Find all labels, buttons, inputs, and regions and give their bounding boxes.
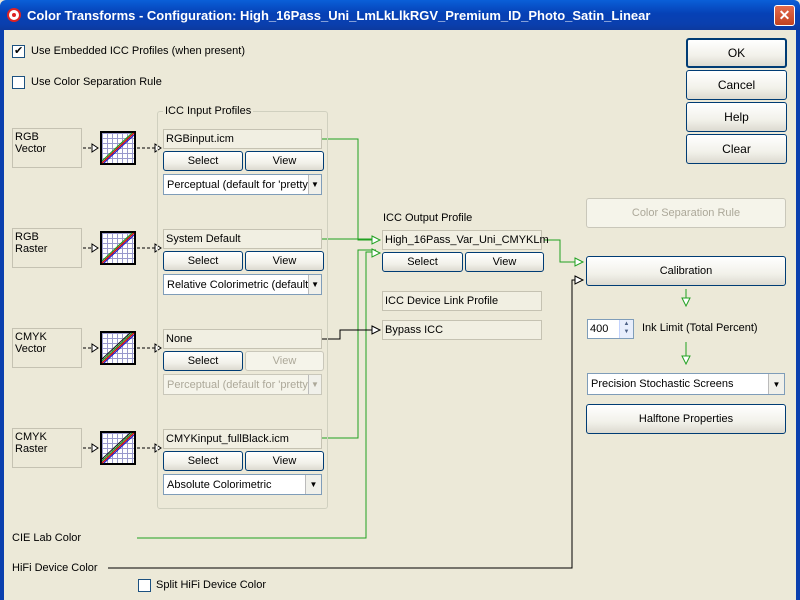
window-title: Color Transforms - Configuration: High_1…	[27, 8, 651, 23]
hifi-device-color-label: HiFi Device Color	[12, 562, 98, 574]
ink-limit-stepper[interactable]: 400 ▲▼	[587, 319, 634, 339]
ink-limit-value[interactable]: 400	[590, 323, 609, 335]
window-frame-left	[0, 30, 4, 600]
input-profile-name: RGBinput.icm	[163, 129, 322, 149]
split-hifi-checkbox[interactable]	[138, 579, 151, 592]
calibration-button[interactable]: Calibration	[586, 256, 786, 286]
clear-button[interactable]: Clear	[686, 134, 787, 164]
input-select-button[interactable]: Select	[163, 451, 243, 471]
input-profile-name: System Default	[163, 229, 322, 249]
transform-curve-icon[interactable]	[100, 331, 136, 365]
rendering-intent-value: Perceptual (default for 'pretty	[167, 178, 308, 191]
input-profile-name: None	[163, 329, 322, 349]
cancel-button[interactable]: Cancel	[686, 70, 787, 100]
close-button[interactable]: ✕	[774, 5, 795, 26]
use-color-sep-checkbox[interactable]	[12, 76, 25, 89]
transform-curve-icon[interactable]	[100, 431, 136, 465]
output-view-button[interactable]: View	[465, 252, 544, 272]
screen-select[interactable]: Precision Stochastic Screens ▼	[587, 373, 785, 395]
source-rgb-raster: RGB Raster	[12, 228, 82, 268]
cie-lab-color-label: CIE Lab Color	[12, 532, 82, 544]
rendering-intent-select[interactable]: Relative Colorimetric (default ▼	[163, 274, 322, 295]
ink-limit-label: Ink Limit (Total Percent)	[642, 322, 758, 334]
window-frame-right	[796, 30, 800, 600]
screen-select-value: Precision Stochastic Screens	[591, 378, 734, 390]
chevron-down-icon: ▼	[305, 475, 321, 494]
split-hifi-label: Split HiFi Device Color	[156, 579, 267, 591]
output-profile-name: High_16Pass_Var_Uni_CMYKLm	[382, 230, 549, 250]
input-select-button[interactable]: Select	[163, 151, 243, 171]
help-button[interactable]: Help	[686, 102, 787, 132]
rendering-intent-select[interactable]: Perceptual (default for 'pretty ▼	[163, 174, 322, 195]
input-view-button: View	[245, 351, 324, 371]
input-select-button[interactable]: Select	[163, 351, 243, 371]
source-cmyk-raster: CMYK Raster	[12, 428, 82, 468]
chevron-down-icon: ▼	[307, 375, 321, 394]
transform-curve-icon[interactable]	[100, 131, 136, 165]
chevron-down-icon: ▼	[307, 175, 321, 194]
use-color-sep-label: Use Color Separation Rule	[31, 76, 162, 88]
icc-device-link-label: ICC Device Link Profile	[382, 291, 542, 311]
title-bar: Color Transforms - Configuration: High_1…	[0, 0, 800, 30]
rendering-intent-select[interactable]: Absolute Colorimetric ▼	[163, 474, 322, 495]
source-cmyk-vector: CMYK Vector	[12, 328, 82, 368]
source-rgb-vector: RGB Vector	[12, 128, 82, 168]
input-view-button[interactable]: View	[245, 251, 324, 271]
stepper-arrows-icon[interactable]: ▲▼	[619, 320, 633, 338]
input-view-button[interactable]: View	[245, 451, 324, 471]
color-separation-rule-button: Color Separation Rule	[586, 198, 786, 228]
bypass-icc-box: Bypass ICC	[382, 320, 542, 340]
chevron-down-icon: ▼	[308, 275, 321, 294]
rendering-intent-select: Perceptual (default for 'pretty ▼	[163, 374, 322, 395]
app-icon	[7, 8, 21, 22]
icc-output-profile-label: ICC Output Profile	[383, 212, 473, 224]
halftone-properties-button[interactable]: Halftone Properties	[586, 404, 786, 434]
icc-input-profiles-label: ICC Input Profiles	[163, 105, 254, 117]
use-embedded-label: Use Embedded ICC Profiles (when present)	[31, 45, 245, 57]
input-select-button[interactable]: Select	[163, 251, 243, 271]
input-profile-name: CMYKinput_fullBlack.icm	[163, 429, 322, 449]
use-embedded-checkbox[interactable]	[12, 44, 25, 58]
rendering-intent-value: Perceptual (default for 'pretty	[167, 378, 308, 391]
output-select-button[interactable]: Select	[382, 252, 463, 272]
chevron-down-icon: ▼	[768, 374, 784, 394]
input-view-button[interactable]: View	[245, 151, 324, 171]
rendering-intent-value: Relative Colorimetric (default	[167, 278, 309, 291]
transform-curve-icon[interactable]	[100, 231, 136, 265]
rendering-intent-value: Absolute Colorimetric	[167, 478, 272, 491]
ok-button[interactable]: OK	[686, 38, 787, 68]
